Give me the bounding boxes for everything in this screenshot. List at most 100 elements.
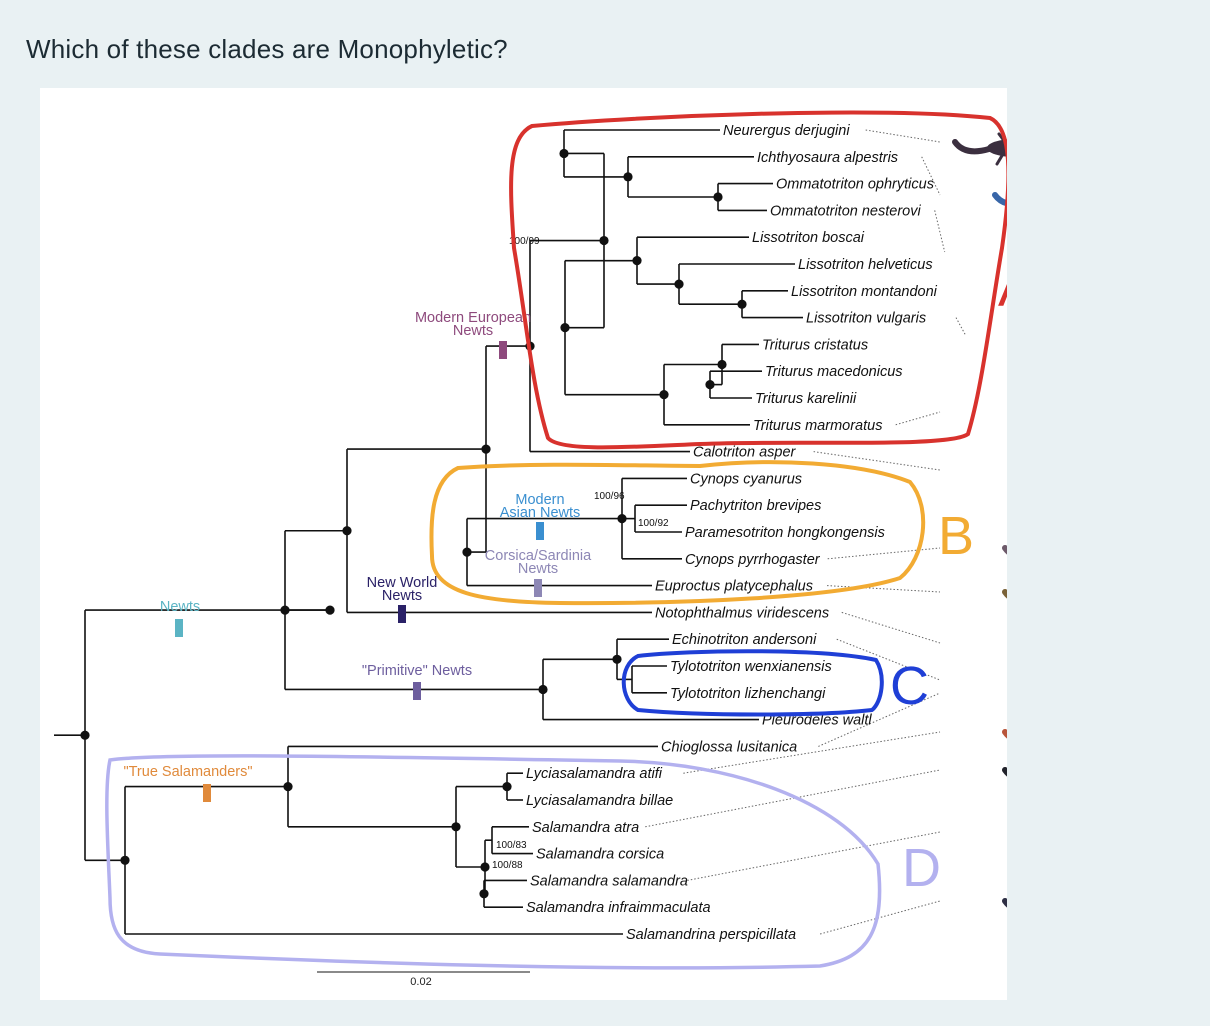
taxon-label: Cynops pyrrhogaster: [685, 552, 821, 568]
leader-line: [841, 611, 941, 644]
taxon-label: Triturus cristatus: [762, 337, 868, 353]
node-dot: [283, 782, 293, 792]
leader-line: [687, 831, 941, 881]
taxon-label: Cynops cyanurus: [690, 471, 802, 487]
salamander-tail: [1002, 898, 1007, 908]
node-dot: [481, 444, 491, 454]
salamander-illustration: [1002, 767, 1007, 777]
node-dot: [717, 359, 727, 370]
taxon-label: Triturus marmoratus: [753, 418, 882, 434]
node-dot: [612, 654, 622, 664]
group-label: Corsica/Sardinia: [485, 548, 592, 564]
taxon-label: Tylototriton wenxianensis: [670, 659, 832, 675]
salamander-legs: [995, 132, 1007, 166]
salamander-illustration: [1002, 729, 1007, 739]
node-dot: [502, 782, 512, 792]
node-dot: [538, 684, 548, 695]
clade-letter: B: [938, 506, 974, 566]
taxon-label: Ichthyosaura alpestris: [757, 150, 898, 166]
taxon-label: Paramesotriton hongkongensis: [685, 525, 885, 541]
scale-bar: 0.02: [317, 971, 530, 988]
taxon-label: Lissotriton helveticus: [798, 257, 933, 273]
taxon-label: Ommatotriton nesterovi: [770, 203, 921, 219]
taxon-label: Ommatotriton ophryticus: [776, 177, 934, 193]
bootstrap-value: 100/83: [496, 840, 527, 851]
clade-letter: C: [890, 656, 929, 716]
salamander-tail: [1002, 589, 1007, 599]
clade-circles: ABCD: [105, 110, 1007, 970]
leader-line: [934, 210, 946, 253]
taxon-label: Pleurodeles waltl: [762, 713, 872, 729]
node-dot: [737, 299, 747, 309]
leader-line: [836, 638, 941, 681]
leader-line: [813, 451, 941, 471]
node-dot: [451, 822, 461, 832]
salamander-tail: [992, 192, 1007, 207]
node-dot: [659, 390, 669, 400]
group-marker: [398, 605, 406, 623]
taxon-label: Notophthalmus viridescens: [655, 605, 829, 621]
group-label: Newts: [382, 588, 422, 604]
salamander-illustration: [1002, 545, 1007, 555]
clade-letter: A: [998, 258, 1007, 318]
taxon-label: Triturus karelinii: [755, 391, 857, 407]
taxon-label: Lissotriton boscai: [752, 230, 865, 246]
node-dot: [623, 172, 633, 182]
leader-line: [683, 731, 941, 774]
node-dot: [674, 279, 684, 289]
node-dot: [560, 323, 570, 333]
node-dot: [617, 514, 627, 524]
node-dot: [632, 256, 642, 266]
node-dot: [462, 547, 472, 557]
clade-circle-d: [105, 754, 882, 970]
group-label: Newts: [518, 561, 558, 577]
salamander-illustration: [1002, 589, 1007, 599]
group-label: Modern: [515, 492, 564, 508]
node-dot: [120, 855, 130, 865]
node-dot: [705, 380, 715, 390]
group-marker: [534, 579, 542, 597]
leader-line: [955, 317, 967, 337]
leader-line: [895, 411, 941, 426]
group-marker: [203, 784, 211, 802]
leader-line: [827, 547, 941, 560]
taxon-label: Lyciasalamandra atifi: [526, 766, 663, 782]
leader-line: [921, 156, 941, 196]
bootstrap-value: 100/99: [509, 236, 540, 247]
taxon-label: Lissotriton vulgaris: [806, 311, 926, 327]
taxon-label: Neurergus derjugini: [723, 123, 850, 139]
group-label: Asian Newts: [500, 505, 581, 521]
salamander-tail: [1002, 767, 1007, 777]
node-dot: [479, 889, 489, 899]
salamander-tail: [1002, 729, 1007, 739]
group-label: Newts: [160, 599, 200, 615]
clade-circle-a: [509, 110, 1007, 450]
taxon-label: Calotriton asper: [693, 445, 797, 461]
taxon-label: Euproctus platycephalus: [655, 579, 813, 595]
clade-circle-c: [621, 649, 884, 717]
taxon-label: Lissotriton montandoni: [791, 284, 938, 300]
salamander-tail: [952, 139, 992, 155]
taxon-label: Pachytriton brevipes: [690, 498, 821, 514]
group-label: "Primitive" Newts: [362, 663, 472, 679]
taxon-label: Echinotriton andersoni: [672, 632, 817, 648]
group-label: Newts: [453, 323, 493, 339]
taxon-label: Salamandra infraimmaculata: [526, 900, 711, 916]
scale-bar-label: 0.02: [410, 976, 431, 988]
leader-line: [865, 129, 941, 143]
salamander-body: [987, 139, 1007, 157]
node-dot: [559, 148, 569, 159]
group-label: "True Salamanders": [123, 764, 252, 780]
node-dot: [280, 605, 290, 615]
clade-circle-b: [429, 460, 926, 606]
salamander-illustrations: [952, 132, 1007, 908]
taxon-label: Salamandrina perspicillata: [626, 927, 796, 943]
leader-line: [645, 769, 941, 828]
taxon-label: Salamandra corsica: [536, 847, 664, 863]
tree-nodes: [80, 148, 747, 899]
group-marker: [175, 619, 183, 637]
taxon-label: Triturus macedonicus: [765, 364, 903, 380]
